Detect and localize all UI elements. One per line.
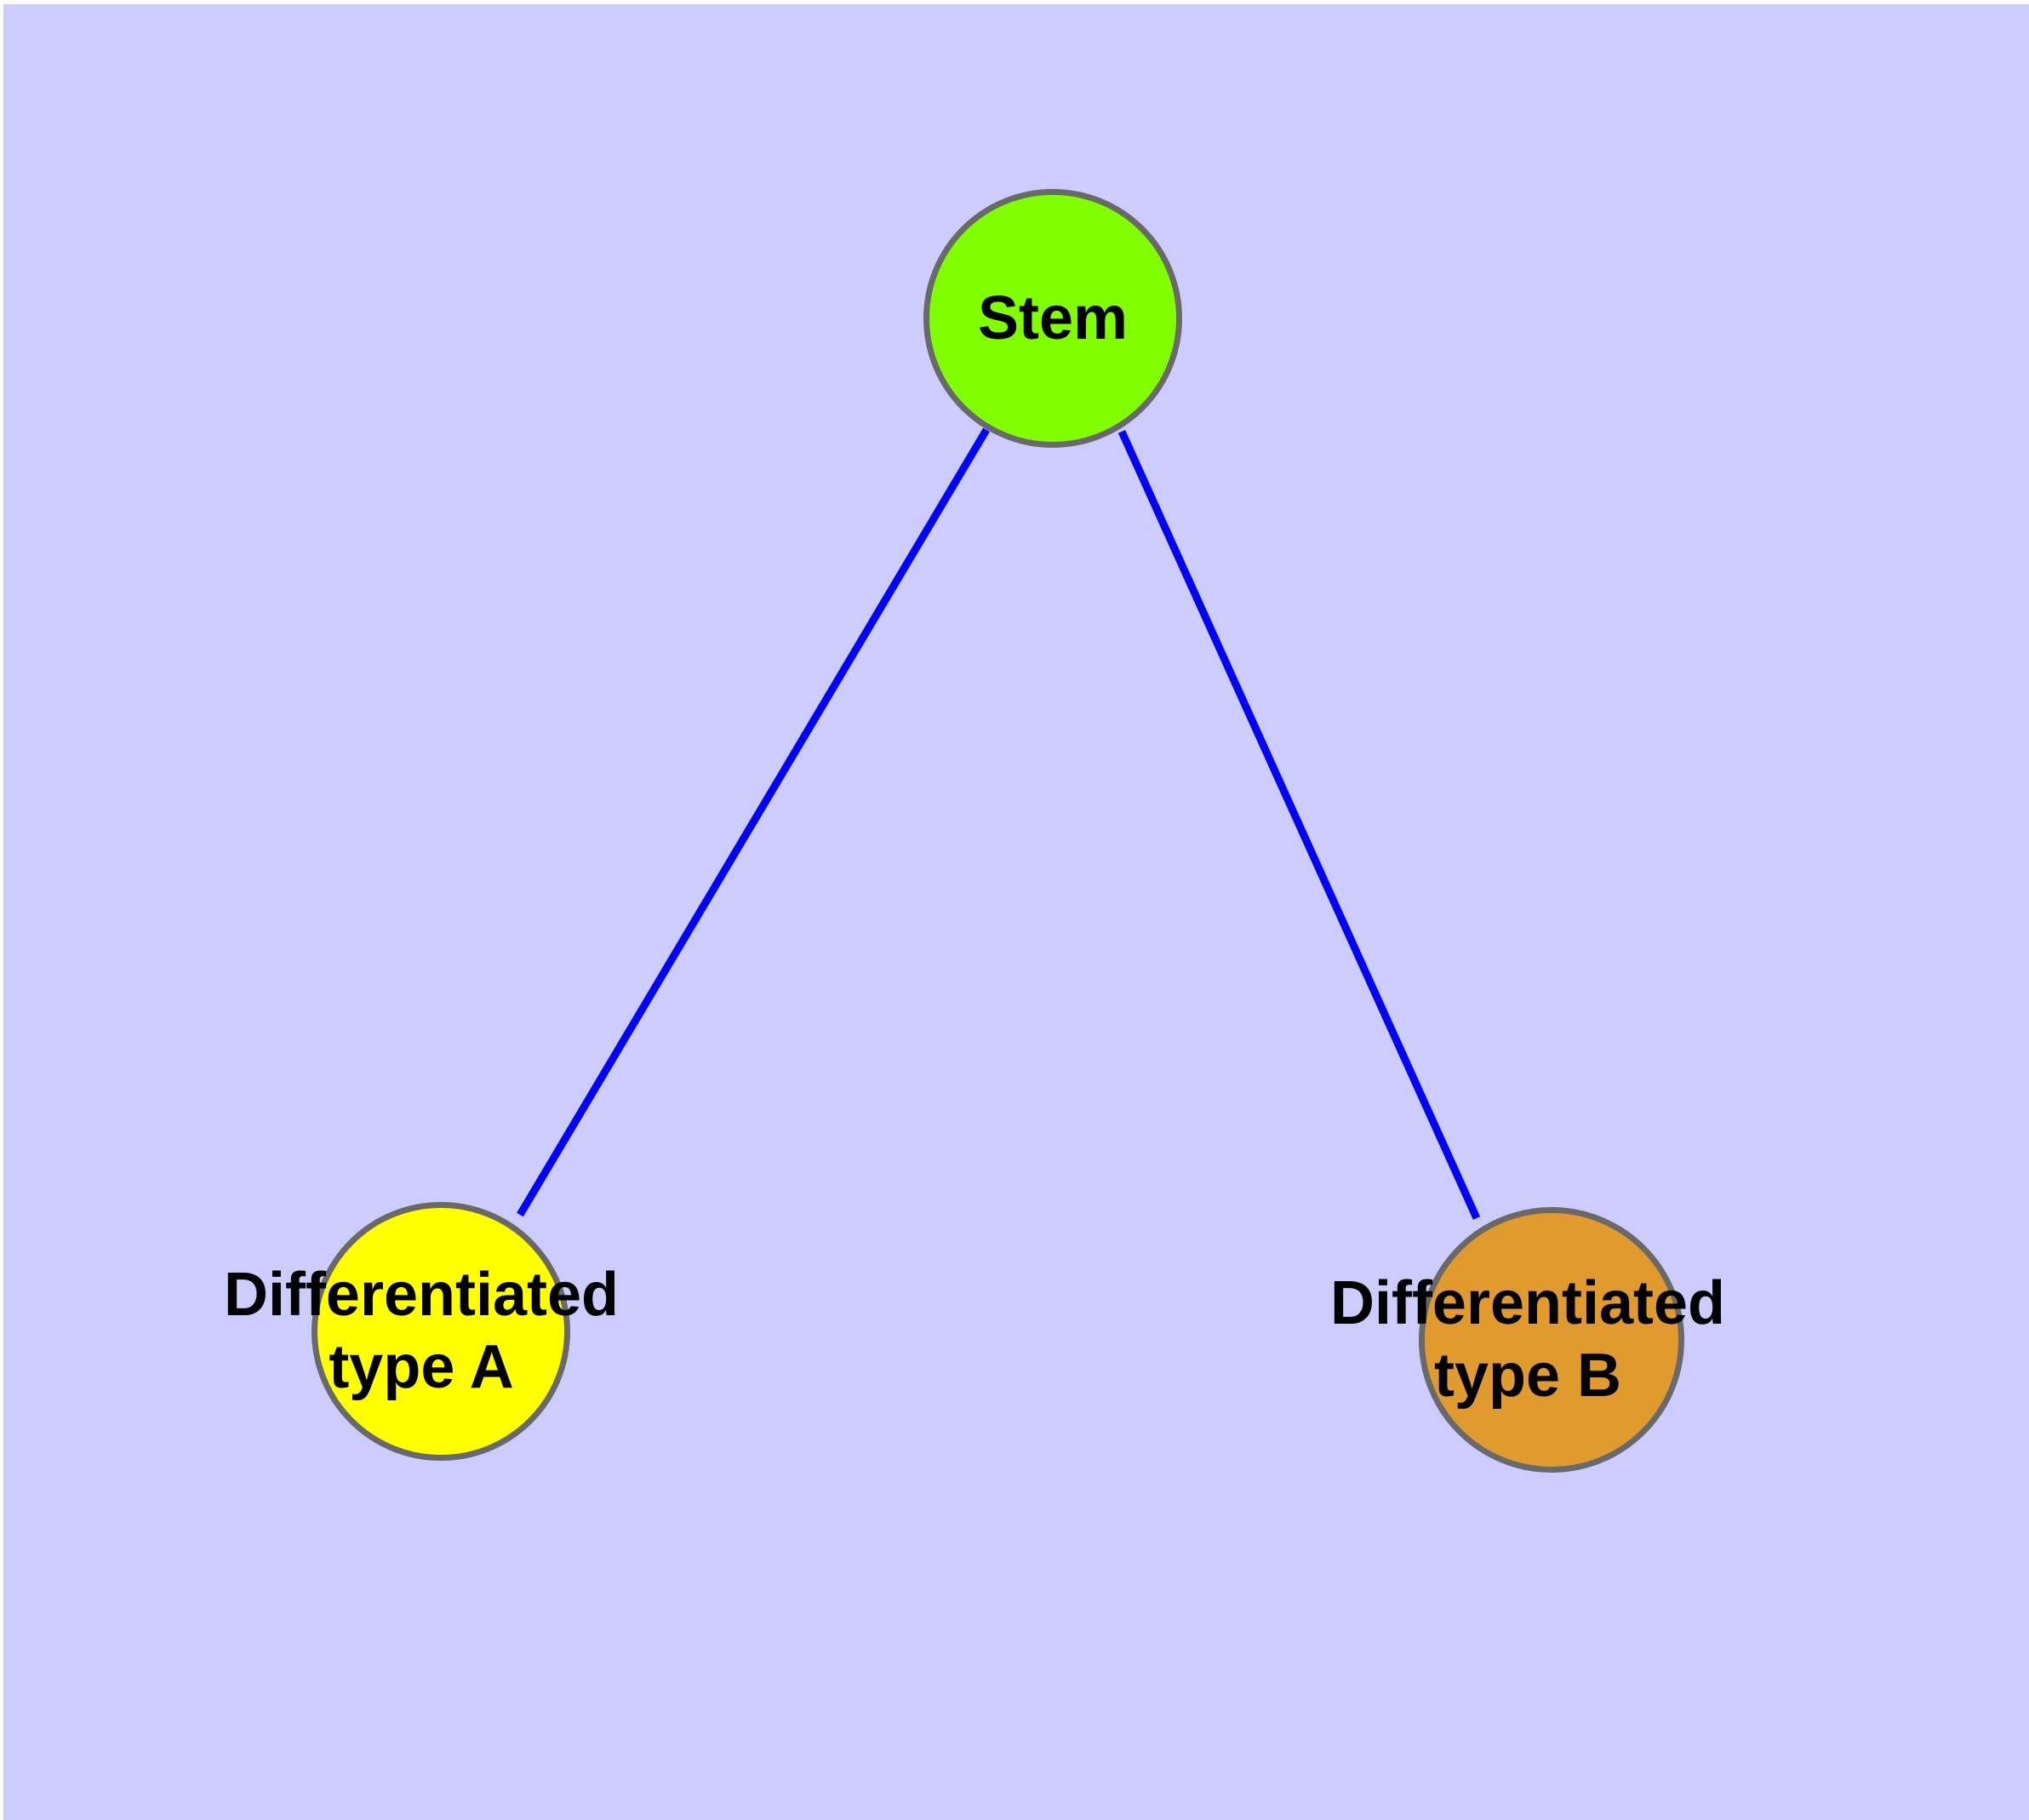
- edge-stem-to-type-a: [517, 427, 990, 1217]
- node-differentiated-type-b[interactable]: [1419, 1207, 1684, 1473]
- node-stem[interactable]: [923, 189, 1182, 448]
- edge-stem-to-type-b: [1117, 430, 1481, 1220]
- node-differentiated-type-a[interactable]: [311, 1202, 570, 1461]
